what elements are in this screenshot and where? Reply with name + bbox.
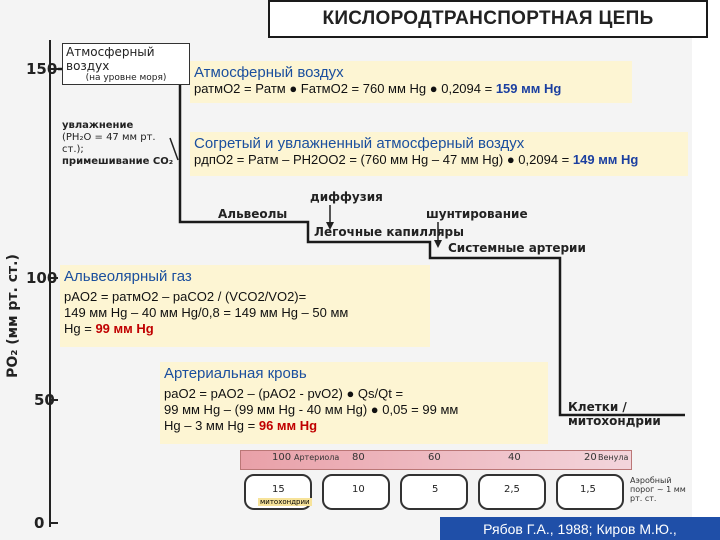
box-humid-title: Согретый и увлажненный атмосферный возду… (194, 135, 525, 152)
strip-top-row: 100 Артериола 80 60 40 20 Венула (240, 452, 630, 468)
y-tick-0: 0 (34, 514, 45, 532)
stage-humid-label: увлажнение (PH₂O = 47 мм рт. ст.); приме… (62, 120, 174, 167)
strip-top-venule: Венула (598, 453, 629, 462)
strip-top-arteriole: Артериола (294, 453, 340, 462)
strip-aerobic-note: Аэробный порог ~ 1 мм рт. ст. (630, 476, 686, 503)
box-alveolar-title: Альвеолярный газ (64, 268, 192, 285)
y-tick-100: 100 (26, 269, 58, 287)
strip-bottom-1-5: 1,5 (580, 484, 596, 495)
strip-top-80: 80 (352, 452, 365, 463)
box-humidified-air: Согретый и увлажненный атмосферный возду… (190, 132, 688, 176)
strip-top-60: 60 (428, 452, 441, 463)
strip-bottom-10: 10 (352, 484, 365, 495)
strip-top-100: 100 (272, 452, 292, 463)
stage-arteries-label: Системные артерии (448, 241, 586, 255)
y-axis-title: PO₂ (мм рт. ст.) (5, 254, 21, 378)
y-tick-150: 150 (26, 60, 58, 78)
strip-cell-2 (322, 474, 390, 510)
stage-capillaries-label: Легочные капилляры (314, 225, 464, 239)
y-tick-50: 50 (34, 391, 55, 409)
box-arterial-title: Артериальная кровь (164, 365, 307, 382)
strip-bottom-2-5: 2,5 (504, 484, 520, 495)
capillary-gradient-bar (240, 450, 632, 470)
strip-cell-3 (400, 474, 468, 510)
capillary-strip: 100 Артериола 80 60 40 20 Венула 15 10 5… (240, 448, 690, 518)
box-atmo-formula: pатмO2 = Pатм ● FатмO2 = 760 мм Hg ● 0,2… (194, 81, 562, 96)
box-alveolar-gas: Альвеолярный газ pAO2 = pатмO2 – paCO2 /… (60, 265, 430, 347)
box-humid-formula: pдпO2 = Pатм – PH2OO2 = (760 мм Hg – 47 … (194, 152, 639, 167)
stage-atmo-label: Атмосферный воздух (на уровне моря) (62, 43, 190, 85)
stage-cells-label: Клетки / митохондрии (568, 400, 661, 428)
strip-cell-5 (556, 474, 624, 510)
citation: Рябов Г.А., 1988; Киров М.Ю., (440, 517, 720, 540)
box-arterial-blood: Артериальная кровь paO2 = pAO2 – (pAO2 -… (160, 362, 548, 444)
box-atmospheric-air: Атмосферный воздух pатмO2 = Pатм ● FатмO… (190, 61, 632, 103)
strip-bottom-5: 5 (432, 484, 439, 495)
stage-shunt-label: шунтирование (426, 207, 528, 221)
box-atmo-title: Атмосферный воздух (194, 64, 344, 81)
strip-top-20: 20 (584, 452, 597, 463)
stage-alveoli-label: Альвеолы (218, 207, 288, 221)
strip-cell-4 (478, 474, 546, 510)
strip-bottom-15: 15 (272, 484, 285, 495)
strip-mito-label: митохондрии (258, 498, 312, 506)
page-title: КИСЛОРОДТРАНСПОРТНАЯ ЦЕПЬ (268, 0, 708, 38)
strip-top-40: 40 (508, 452, 521, 463)
stage-diffusion-label: диффузия (310, 190, 383, 204)
